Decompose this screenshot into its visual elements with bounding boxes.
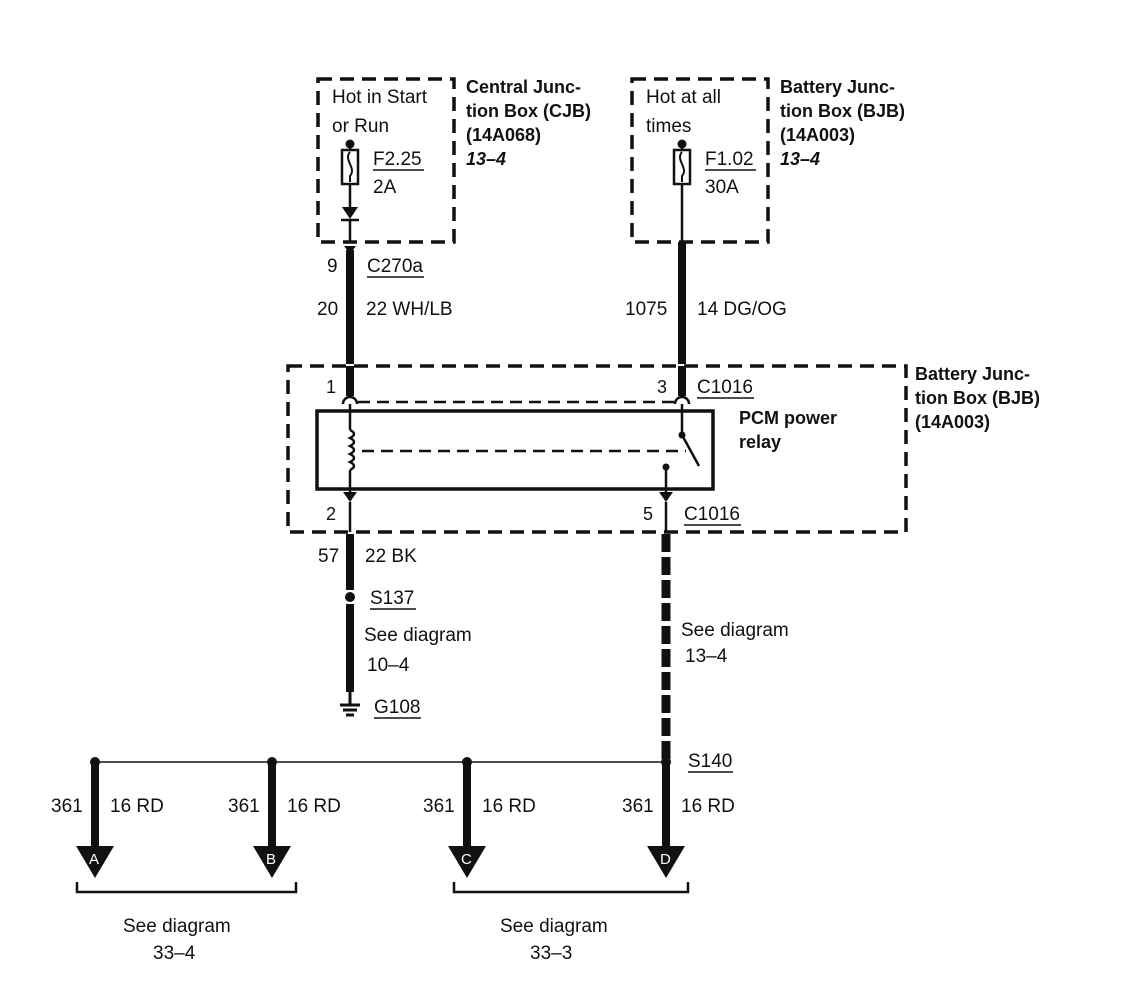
cjb-supply-line2: or Run — [332, 116, 389, 137]
relay-name-line2: relay — [739, 432, 781, 452]
connector-arc-icon — [341, 395, 359, 405]
relay-pin1: 1 — [326, 377, 336, 397]
output-b-circuit: 361 — [228, 796, 260, 817]
wire-57-spec: 22 BK — [365, 546, 417, 567]
bjb-top-fuse-id: F1.02 — [705, 149, 754, 170]
right-feed-see-line2: 13–4 — [685, 646, 728, 667]
bjb-relay-title-line2: tion Box (BJB) — [915, 388, 1040, 408]
cjb-block: Hot in Start or Run Central Junc- tion B… — [316, 77, 591, 244]
wire-20-circuit: 20 — [317, 299, 338, 320]
relay-pin3: 3 — [657, 377, 667, 397]
group-right-see-line1: See diagram — [500, 916, 608, 937]
output-c-spec: 16 RD — [482, 796, 536, 817]
output-d-spec: 16 RD — [681, 796, 735, 817]
cjb-dashed-border — [316, 77, 456, 244]
diode-icon — [342, 207, 358, 219]
output-d-letter: D — [660, 851, 671, 868]
cjb-fuse-id: F2.25 — [373, 149, 422, 170]
relay-name-line1: PCM power — [739, 408, 837, 428]
c270a-pin: 9 — [327, 256, 338, 277]
bjb-top-ref: 13–4 — [780, 149, 820, 169]
bjb-top-fuse-rating: 30A — [705, 177, 739, 198]
group-left-see-line2: 33–4 — [153, 943, 196, 964]
output-c-letter: C — [461, 851, 472, 868]
right-feed: See diagram 13–4 — [661, 534, 789, 760]
output-c-circuit: 361 — [423, 796, 455, 817]
cjb-title-line2: tion Box (CJB) — [466, 101, 591, 121]
output-b-letter: B — [266, 851, 276, 868]
bjb-relay-title-line1: Battery Junc- — [915, 364, 1030, 384]
cjb-ref: 13–4 — [466, 149, 506, 169]
output-bus: S140 A 361 16 RD B 361 16 RD C 361 16 — [51, 751, 735, 878]
splice-s137-id: S137 — [370, 588, 414, 609]
wire-1075-circuit: 1075 — [625, 299, 667, 320]
group-left: See diagram 33–4 — [75, 882, 298, 964]
bjb-top-title-line1: Battery Junc- — [780, 77, 895, 97]
output-d-circuit: 361 — [622, 796, 654, 817]
terminal-arrow-icon — [76, 846, 114, 878]
connector-arc-icon — [673, 395, 691, 405]
bjb-top-supply-line2: times — [646, 116, 691, 137]
right-feed-see-line1: See diagram — [681, 620, 789, 641]
group-right-see-line2: 33–3 — [530, 943, 572, 964]
group-left-see-line1: See diagram — [123, 916, 231, 937]
bjb-top-dashed-border — [630, 77, 770, 244]
group-right: See diagram 33–3 — [452, 882, 690, 964]
output-c: C 361 16 RD — [423, 757, 536, 878]
group-right-bracket — [452, 882, 690, 894]
relay-pin5: 5 — [643, 504, 653, 524]
relay-switch-icon — [680, 434, 701, 467]
s137-see-line2: 10–4 — [367, 655, 410, 676]
relay-coil-icon — [347, 428, 356, 472]
cjb-title-line3: (14A068) — [466, 125, 541, 145]
ground-branch: 57 22 BK S137 See diagram 10–4 G108 — [318, 534, 472, 719]
cjb-fuse-rating: 2A — [373, 177, 397, 198]
bjb-top-title-line2: tion Box (BJB) — [780, 101, 905, 121]
terminal-arrow-icon — [448, 846, 486, 878]
output-b: B 361 16 RD — [228, 757, 341, 878]
ground-icon — [340, 692, 360, 717]
wire-1075-spec: 14 DG/OG — [697, 299, 787, 320]
bjb-top-title-line3: (14A003) — [780, 125, 855, 145]
upper-wires: 9 C270a 20 22 WH/LB 1075 14 DG/OG — [317, 242, 787, 364]
relay-pin2: 2 — [326, 504, 336, 524]
ground-g108-id: G108 — [374, 697, 420, 718]
cjb-supply-line1: Hot in Start — [332, 87, 428, 108]
relay-connector-top: C1016 — [697, 377, 753, 398]
bjb-relay-dashed-border — [286, 364, 908, 534]
splice-s137-dot — [345, 592, 355, 602]
bjb-top-block: Hot at all times Battery Junc- tion Box … — [630, 77, 905, 244]
cjb-title-line1: Central Junc- — [466, 77, 581, 97]
s137-see-line1: See diagram — [364, 625, 472, 646]
group-left-bracket — [75, 882, 298, 894]
output-b-spec: 16 RD — [287, 796, 341, 817]
c270a-id: C270a — [367, 256, 423, 277]
output-a: A 361 16 RD — [51, 757, 164, 878]
output-a-spec: 16 RD — [110, 796, 164, 817]
bjb-top-supply-line1: Hot at all — [646, 87, 721, 108]
bjb-relay-block: Battery Junc- tion Box (BJB) (14A003) 1 … — [286, 364, 1040, 534]
relay-connector-bottom: C1016 — [684, 504, 740, 525]
connector-arrow-icon — [343, 492, 357, 502]
terminal-arrow-icon — [253, 846, 291, 878]
splice-s140-id: S140 — [688, 751, 732, 772]
wire-57-circuit: 57 — [318, 546, 339, 567]
output-a-letter: A — [89, 851, 99, 868]
bjb-relay-title-line3: (14A003) — [915, 412, 990, 432]
pcm-relay-box — [315, 409, 715, 491]
output-d: D 361 16 RD — [622, 762, 735, 878]
terminal-arrow-icon — [647, 846, 685, 878]
output-a-circuit: 361 — [51, 796, 83, 817]
wire-20-spec: 22 WH/LB — [366, 299, 453, 320]
connector-arrow-icon — [659, 492, 673, 502]
